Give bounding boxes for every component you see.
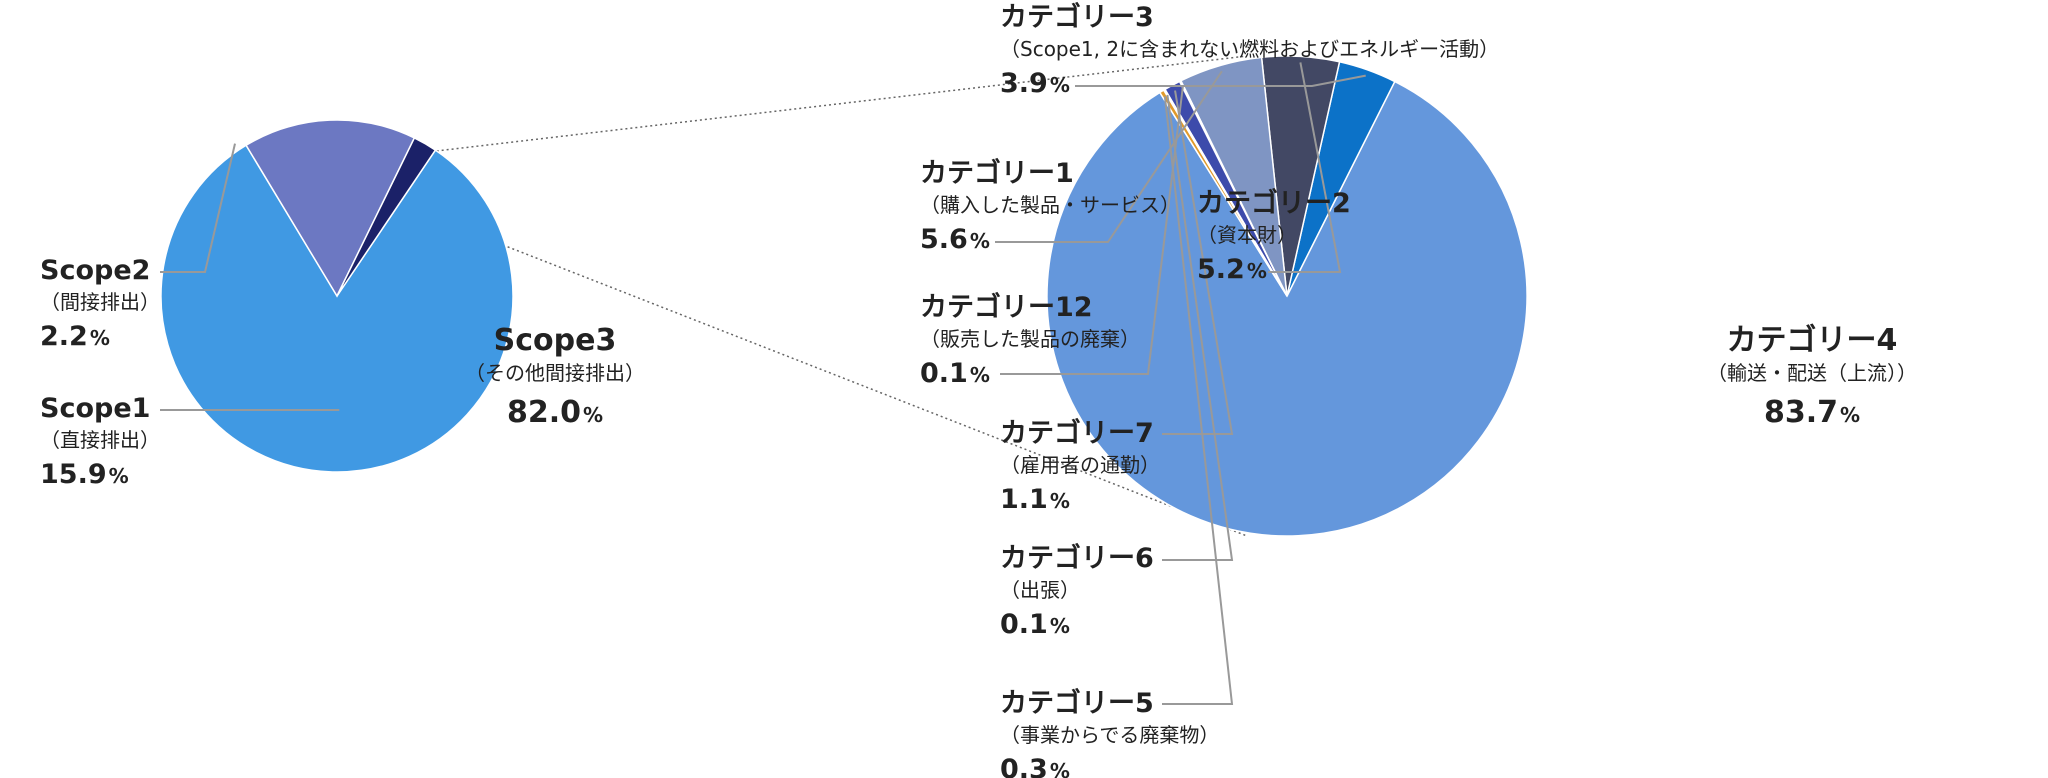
slice-value-unit: %	[583, 403, 603, 427]
label-leader-lines	[160, 62, 1366, 705]
slice-description: （出張）	[1000, 578, 1080, 602]
slice-description: （資本財）	[1197, 223, 1297, 247]
slice-value-unit: %	[1050, 759, 1070, 778]
label-scope1: Scope1 （直接排出） 15.9%	[40, 393, 160, 490]
label-カテゴリー4: カテゴリー4 （輸送・配送（上流）） 83.7%	[1707, 323, 1917, 430]
slice-value-number: 1.1	[1000, 484, 1048, 515]
connector-top	[436, 55, 1248, 152]
label-カテゴリー7: カテゴリー7 （雇用者の通勤） 1.1%	[1000, 417, 1160, 515]
slice-value: 83.7%	[1764, 395, 1860, 430]
label-scope2: Scope2 （間接排出） 2.2%	[40, 255, 160, 352]
leader-scope2	[160, 143, 236, 273]
slice-value-number: 83.7	[1764, 395, 1838, 430]
slice-value: 3.9%	[1000, 68, 1070, 99]
leader-カテゴリー2	[1268, 62, 1342, 273]
leader-カテゴリー3	[1075, 74, 1366, 87]
label-カテゴリー12: カテゴリー12 （販売した製品の廃棄） 0.1%	[920, 291, 1140, 389]
pie-slice-カテゴリー5	[1158, 89, 1288, 297]
slice-value-unit: %	[970, 229, 990, 253]
pie-slice-scope3	[160, 144, 514, 473]
slice-value: 0.3%	[1000, 754, 1070, 778]
slice-description: （間接排出）	[40, 290, 160, 314]
slice-description: （販売した製品の廃棄）	[920, 327, 1140, 351]
leader-カテゴリー7	[1162, 90, 1234, 435]
label-カテゴリー2: カテゴリー2 （資本財） 5.2%	[1197, 187, 1351, 285]
slice-name: Scope2	[40, 255, 150, 286]
slice-description: （その他間接排出）	[465, 361, 645, 385]
pie-connector-lines	[246, 55, 1248, 537]
slice-description: （Scope1, 2に含まれない燃料およびエネルギー活動）	[1000, 37, 1499, 61]
pie-slice-scope2	[336, 136, 437, 297]
slice-labels: Scope3（その他間接排出）82.0%Scope1（直接排出）15.9%Sco…	[40, 1, 1917, 778]
slice-name: カテゴリー1	[920, 157, 1074, 189]
slice-value-number: 0.1	[1000, 609, 1048, 640]
slice-value-unit: %	[1050, 489, 1070, 513]
slice-value-unit: %	[1050, 614, 1070, 638]
slice-value: 0.1%	[1000, 609, 1070, 640]
connector-bottom	[246, 144, 1248, 537]
slice-value-number: 82.0	[507, 395, 581, 430]
slice-value-unit: %	[1840, 403, 1860, 427]
slice-description: （直接排出）	[40, 428, 160, 452]
slice-name: カテゴリー6	[1000, 542, 1154, 574]
slice-value: 1.1%	[1000, 484, 1070, 515]
slice-name: Scope3	[494, 323, 617, 358]
scope-pie	[160, 119, 514, 473]
slice-value-unit: %	[1247, 259, 1267, 283]
label-カテゴリー6: カテゴリー6 （出張） 0.1%	[1000, 542, 1154, 640]
slice-value-number: 5.6	[920, 224, 968, 255]
slice-value-unit: %	[970, 363, 990, 387]
slice-value-number: 15.9	[40, 459, 107, 490]
slice-value-unit: %	[1050, 73, 1070, 97]
slice-name: カテゴリー3	[1000, 1, 1154, 33]
slice-name: カテゴリー7	[1000, 417, 1154, 449]
label-カテゴリー3: カテゴリー3 （Scope1, 2に含まれない燃料およびエネルギー活動） 3.9%	[1000, 1, 1499, 99]
slice-value: 82.0%	[507, 395, 603, 430]
leader-カテゴリー1	[995, 70, 1223, 243]
slice-name: カテゴリー2	[1197, 187, 1351, 219]
slice-value: 0.1%	[920, 358, 990, 389]
slice-name: カテゴリー5	[1000, 687, 1154, 719]
slice-description: （雇用者の通勤）	[1000, 453, 1160, 477]
slice-value: 15.9%	[40, 459, 129, 490]
scope3-category-pie	[1046, 55, 1528, 537]
label-カテゴリー1: カテゴリー1 （購入した製品・サービス） 5.6%	[920, 157, 1180, 255]
slice-value: 5.6%	[920, 224, 990, 255]
slice-value-number: 5.2	[1197, 254, 1245, 285]
slice-name: カテゴリー4	[1727, 323, 1898, 358]
pie-slice-カテゴリー4	[1046, 80, 1528, 537]
slice-description: （輸送・配送（上流））	[1707, 361, 1917, 385]
leader-カテゴリー5	[1162, 96, 1234, 705]
label-scope3: Scope3 （その他間接排出） 82.0%	[465, 323, 645, 430]
slice-value-number: 2.2	[40, 321, 88, 352]
slice-description: （事業からでる廃棄物）	[1000, 723, 1219, 747]
slice-name: Scope1	[40, 393, 150, 424]
slice-value: 5.2%	[1197, 254, 1267, 285]
slice-value-unit: %	[109, 464, 129, 488]
leader-カテゴリー12	[1000, 86, 1184, 375]
slice-value-number: 3.9	[1000, 68, 1048, 99]
slice-value-number: 0.1	[920, 358, 968, 389]
leader-カテゴリー6	[1162, 94, 1234, 561]
label-カテゴリー5: カテゴリー5 （事業からでる廃棄物） 0.3%	[1000, 687, 1219, 778]
slice-value-unit: %	[90, 326, 110, 350]
pie-slice-scope1	[245, 119, 416, 298]
slice-value: 2.2%	[40, 321, 110, 352]
slice-value-number: 0.3	[1000, 754, 1048, 778]
slice-description: （購入した製品・サービス）	[920, 193, 1180, 217]
slice-name: カテゴリー12	[920, 291, 1093, 323]
